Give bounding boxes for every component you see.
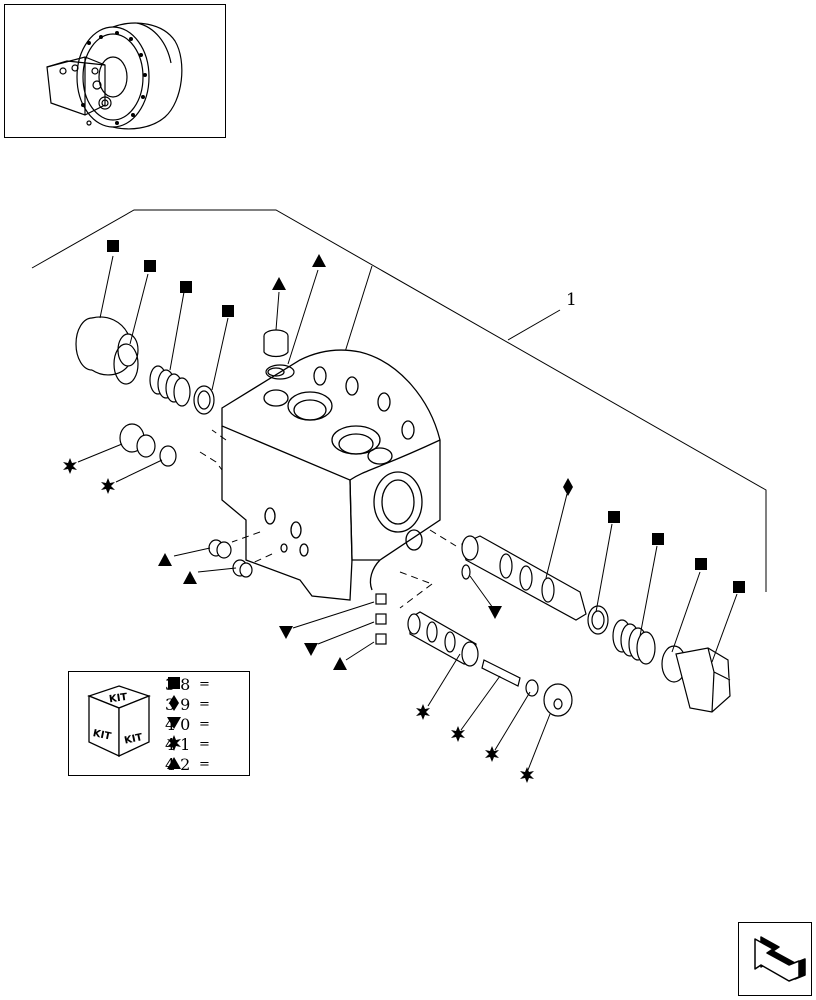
legend-row: 40 =: [165, 714, 210, 734]
square-icon: [695, 558, 707, 570]
leader-line: [507, 309, 561, 341]
overview-thumbnail: [4, 4, 226, 138]
square-icon: [222, 305, 234, 317]
kit-box-label-top: KIT: [108, 692, 128, 705]
kit-box-icon: KIT KIT KIT: [87, 685, 151, 758]
triangle-up-icon: [183, 571, 197, 584]
star-icon: [167, 735, 181, 751]
leader-line: [344, 265, 373, 353]
square-icon: [608, 511, 620, 523]
bracket-line: [31, 209, 767, 592]
kit-legend: KIT KIT KIT 38 = 39 = 40 = 41 = 42 =: [68, 671, 250, 776]
square-icon: [168, 677, 180, 689]
spool-lower: [407, 611, 573, 717]
triangle-down-icon: [488, 606, 502, 619]
final-drive-overview-drawing: [46, 22, 183, 130]
legend-row: 41 =: [165, 734, 210, 754]
legend-row: 42 =: [165, 754, 210, 774]
square-icon: [733, 581, 745, 593]
star-icon: [485, 746, 499, 762]
triangle-down-icon: [304, 643, 318, 656]
triangle-down-icon: [279, 626, 293, 639]
square-icon: [180, 281, 192, 293]
star-icon: [63, 458, 77, 474]
triangle-up-icon: [312, 254, 326, 267]
square-icon: [652, 533, 664, 545]
triangle-down-icon: [167, 717, 181, 729]
star-icon: [520, 767, 534, 783]
star-icon: [451, 726, 465, 742]
star-icon: [101, 478, 115, 494]
triangle-up-icon: [333, 657, 347, 670]
triangle-up-icon: [272, 277, 286, 290]
square-icon: [144, 260, 156, 272]
diamond-icon: [169, 695, 179, 711]
spool-right: [461, 535, 731, 713]
star-icon: [416, 704, 430, 720]
legend-row: 38 =: [165, 674, 210, 694]
triangle-up-icon: [158, 553, 172, 566]
relief-valve-left: [75, 316, 295, 467]
back-arrow-icon: [754, 936, 806, 982]
square-icon: [107, 240, 119, 252]
kit-box-label-left: KIT: [92, 728, 112, 743]
triangle-up-icon: [167, 757, 181, 769]
valve-block: [221, 349, 441, 601]
kit-box-label-right: KIT: [123, 732, 143, 747]
item-number-label: 1: [566, 290, 577, 310]
diamond-icon: [563, 478, 573, 496]
back-navigation-button[interactable]: [738, 922, 812, 996]
legend-row: 39 =: [165, 694, 210, 714]
